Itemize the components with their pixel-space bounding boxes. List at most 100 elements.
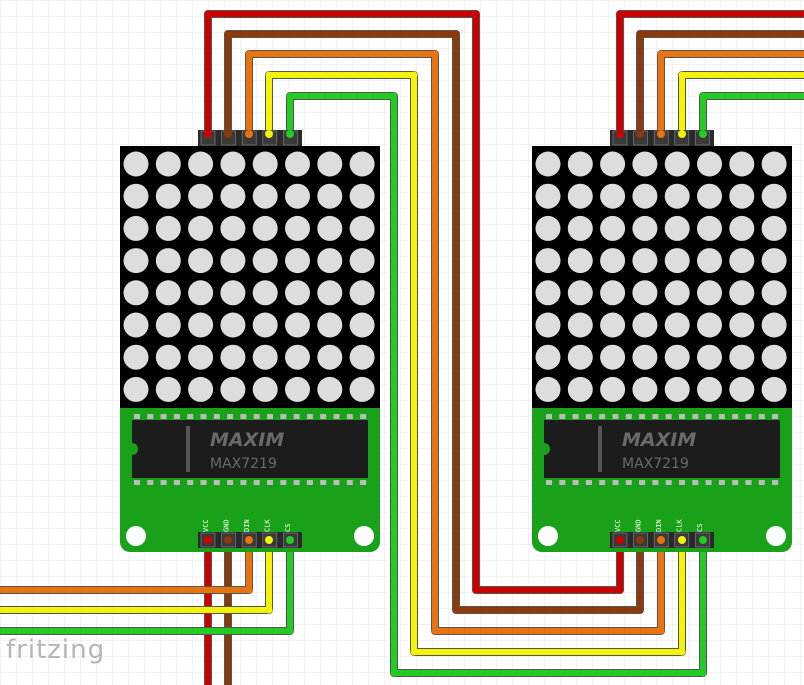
pad (572, 414, 579, 419)
led (123, 280, 149, 306)
led-matrix (532, 146, 792, 408)
pin-connection (636, 130, 644, 138)
pad (732, 480, 739, 485)
pad (346, 414, 353, 419)
vcc-wire-top-left[interactable] (205, 11, 623, 593)
pad (200, 480, 207, 485)
led (252, 151, 278, 177)
led (155, 183, 181, 209)
led (285, 376, 310, 402)
pad (213, 480, 220, 485)
pin-label-din: DIN (655, 519, 663, 532)
led (567, 151, 593, 177)
pad (213, 414, 220, 419)
pad (692, 414, 699, 419)
mount-hole-left (538, 526, 558, 546)
pin-connection (636, 536, 644, 544)
led (567, 280, 593, 306)
led (285, 344, 310, 370)
led (567, 344, 593, 370)
led (317, 280, 343, 306)
din-wire-bottom-bend (245, 586, 253, 594)
led (697, 215, 722, 241)
led (188, 183, 214, 209)
led (349, 215, 375, 241)
gnd-wire-top-left-bend (452, 30, 460, 38)
max7219-chip (132, 420, 368, 478)
led (252, 344, 278, 370)
led (729, 183, 755, 209)
led (155, 376, 181, 402)
led (123, 312, 149, 338)
gnd-wire-top-right-bend (636, 30, 644, 38)
led (535, 280, 561, 306)
chip-model: MAX7219 (210, 456, 277, 472)
led (220, 151, 246, 177)
led (761, 151, 787, 177)
led (664, 183, 690, 209)
vcc-wire-top-left-bend (472, 586, 480, 594)
led (600, 280, 626, 306)
pad (293, 480, 300, 485)
led (632, 151, 658, 177)
led (252, 215, 278, 241)
cs-wire-top-left-bend (699, 669, 707, 677)
chip-model: MAX7219 (622, 456, 689, 472)
cs-wire-top-left-bend (286, 92, 294, 100)
led (349, 280, 375, 306)
led (188, 312, 214, 338)
led (567, 376, 593, 402)
clk-wire-top-left[interactable] (266, 72, 685, 655)
pin-connection (265, 130, 273, 138)
din-wire-top-left[interactable] (246, 51, 664, 634)
pad (585, 480, 592, 485)
pad (306, 414, 313, 419)
pad (692, 480, 699, 485)
led (567, 215, 593, 241)
led (252, 248, 278, 274)
clk-wire-top-left-bend (410, 648, 418, 656)
pad (679, 414, 685, 419)
led (123, 376, 149, 402)
led (697, 312, 722, 338)
pad (745, 480, 752, 485)
led (535, 151, 561, 177)
led (761, 183, 787, 209)
mount-hole-right (766, 526, 786, 546)
led (317, 248, 343, 274)
fritzing-watermark: fritzing (6, 635, 105, 665)
led (632, 248, 658, 274)
pad (652, 480, 659, 485)
led (220, 248, 246, 274)
led (697, 376, 722, 402)
led (600, 312, 626, 338)
led (697, 344, 722, 370)
max7219-chip (544, 420, 780, 478)
pad (546, 480, 552, 485)
cs-wire-top-left[interactable] (287, 93, 706, 676)
led (729, 151, 755, 177)
pin-connection (245, 130, 253, 138)
led (567, 248, 593, 274)
led (535, 248, 561, 274)
led (155, 215, 181, 241)
led (600, 183, 626, 209)
pad (665, 480, 672, 485)
gnd-wire-top-left[interactable] (225, 31, 643, 613)
pad (718, 480, 725, 485)
pad (772, 414, 779, 419)
pad (333, 414, 340, 419)
pad (572, 480, 579, 485)
cs-wire-top-left-bend (390, 92, 398, 100)
led (729, 215, 755, 241)
led (285, 312, 310, 338)
din-wire-top-left-bend (431, 627, 439, 635)
mount-hole-right (354, 526, 374, 546)
pad (639, 414, 646, 419)
led (600, 248, 626, 274)
clk-wire-top-right-bend (678, 71, 686, 79)
led (123, 344, 149, 370)
